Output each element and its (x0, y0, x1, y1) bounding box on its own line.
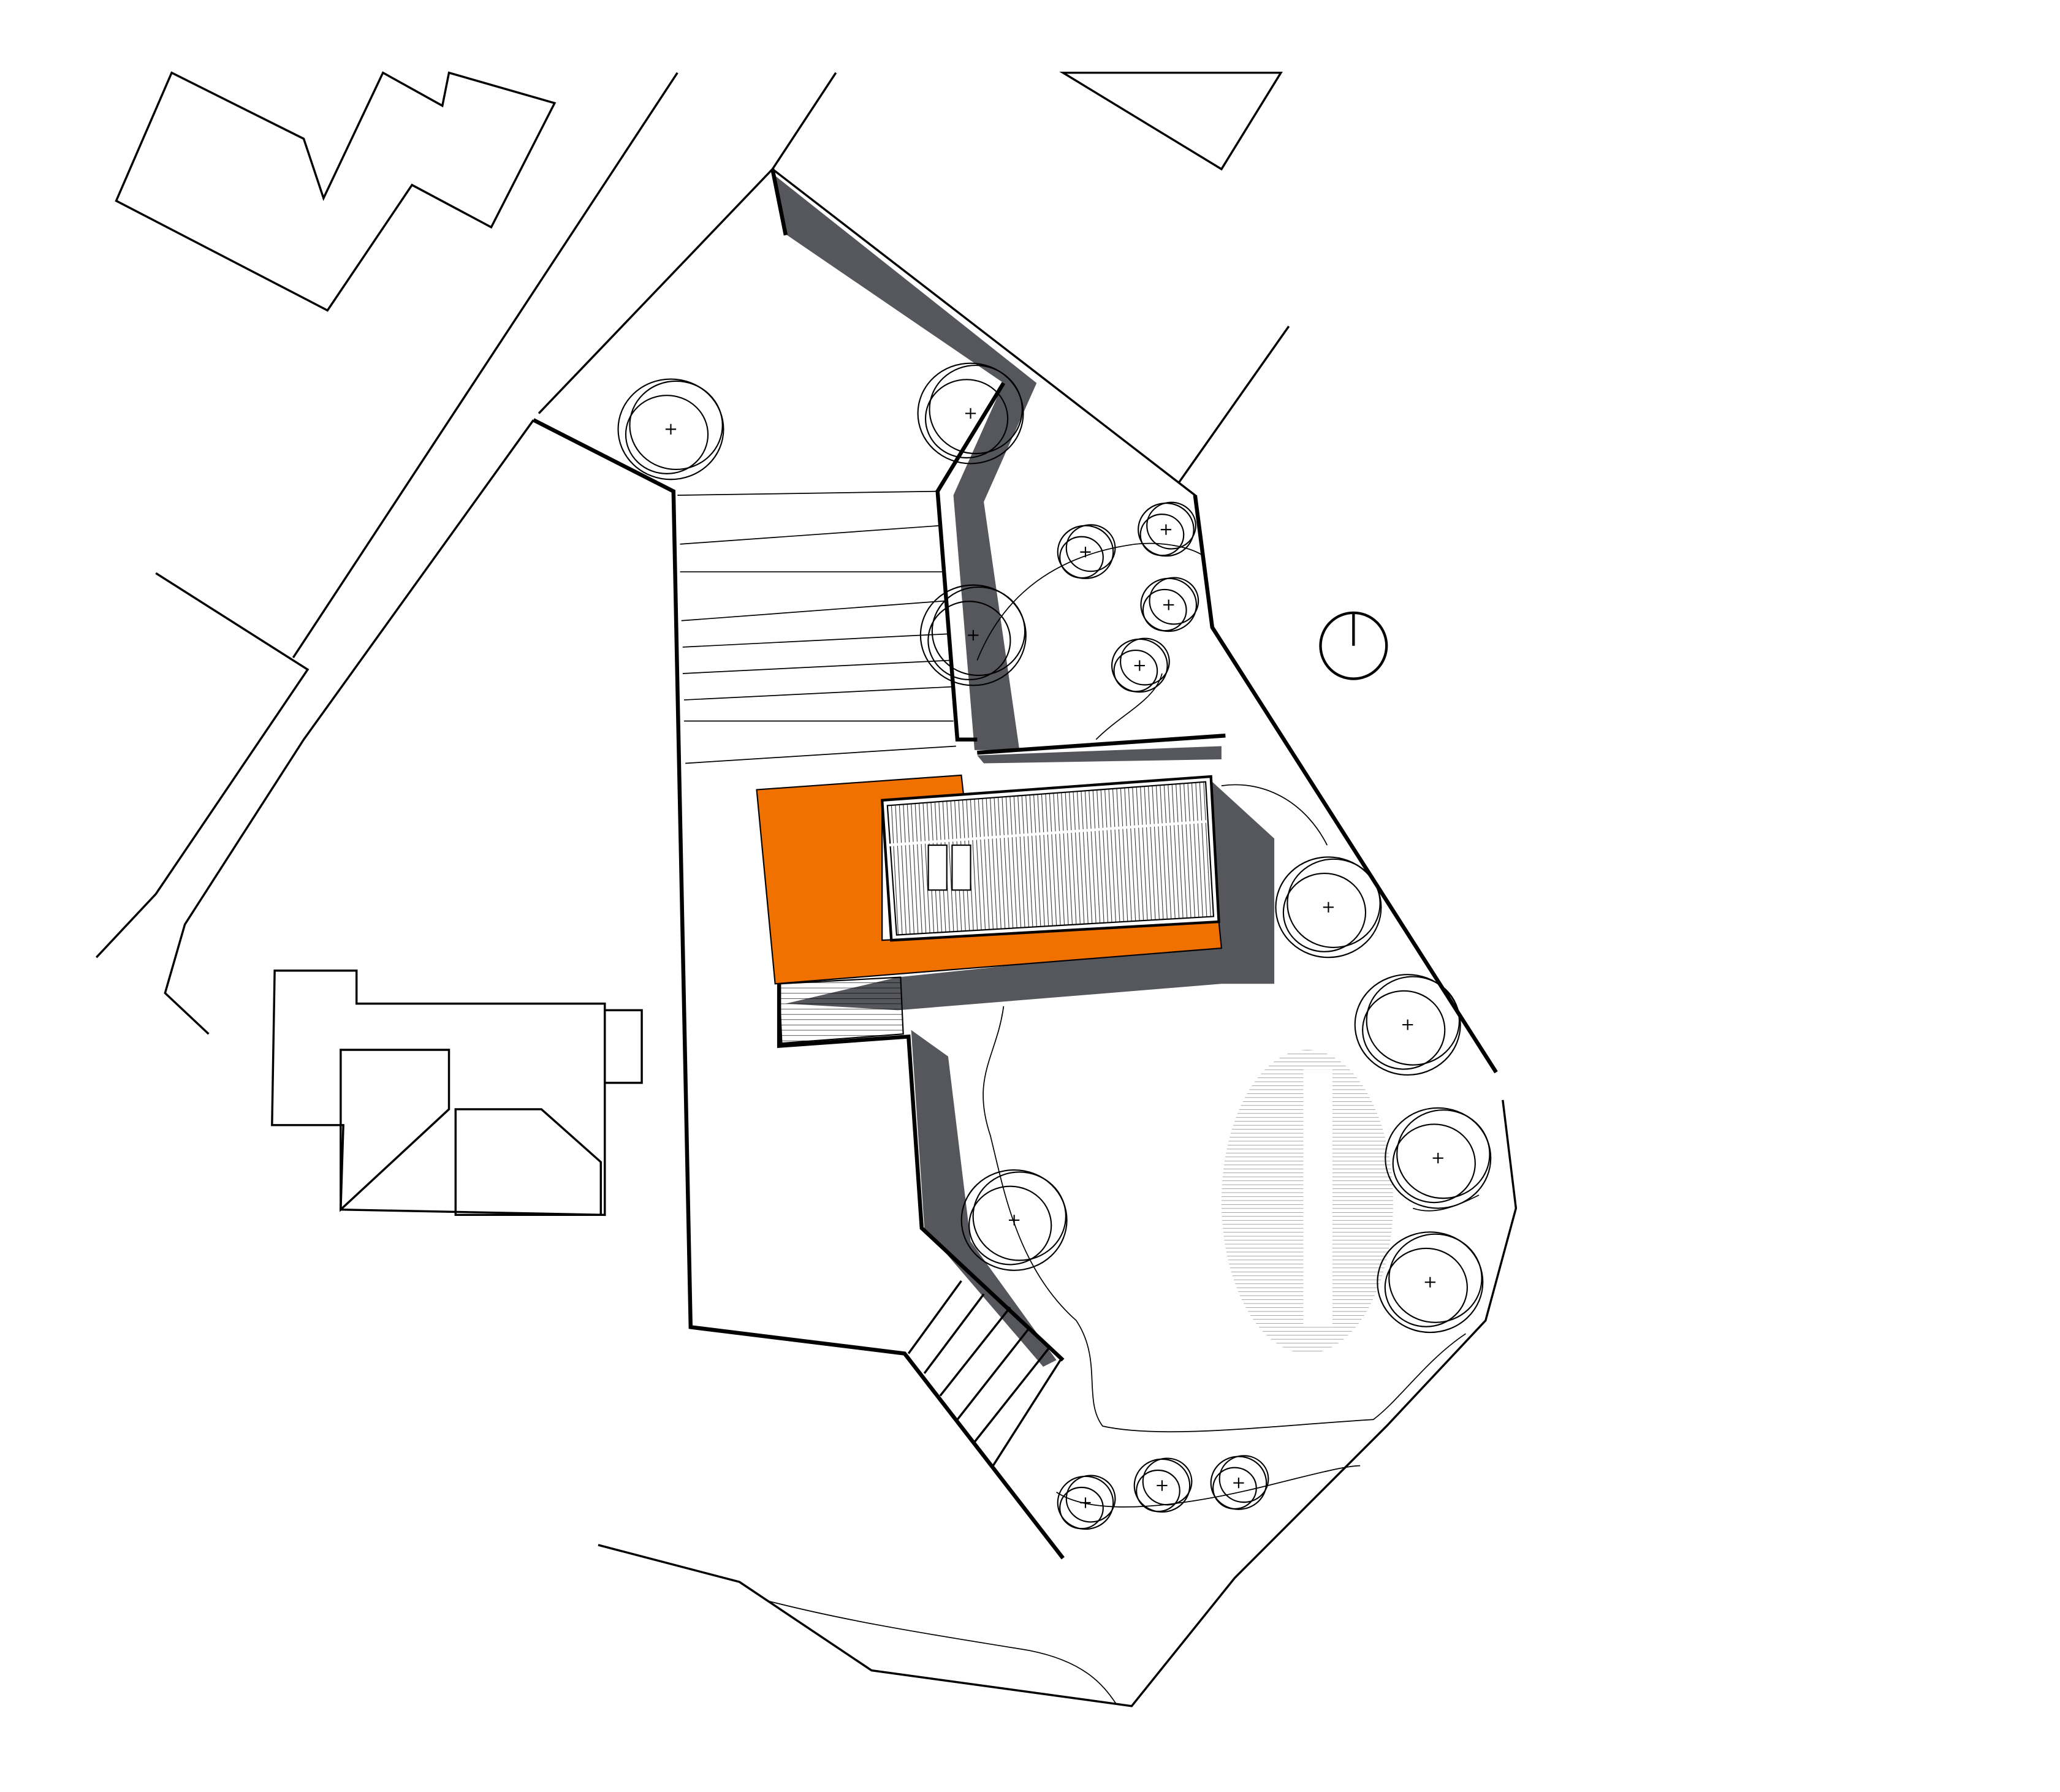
tree-icon (1385, 1107, 1492, 1209)
skylight (951, 844, 971, 891)
trees (617, 362, 1492, 1530)
tree-icon (1138, 501, 1196, 557)
deck-steps (778, 976, 904, 1044)
tree-icon (1057, 524, 1116, 579)
tree-icon (1133, 1457, 1193, 1513)
tree-icon (960, 1169, 1068, 1271)
tree-icon (919, 584, 1027, 686)
neighbor-house-west (271, 970, 643, 1217)
house-roof (880, 775, 1220, 942)
lawn-oval (1221, 1049, 1393, 1354)
tree-icon (917, 362, 1024, 465)
tree-icon (1275, 856, 1382, 959)
stairs-west (677, 490, 956, 764)
neighbor-house-north-west (115, 71, 557, 312)
tree-icon (1140, 577, 1199, 632)
orange-deck (756, 774, 1223, 985)
neighbor-house-north-east (1059, 71, 1283, 171)
retaining-walls (532, 169, 1498, 1560)
tree-icon (1210, 1455, 1269, 1510)
stairs-south (907, 1280, 1062, 1467)
tree-icon (617, 378, 724, 480)
tree-icon (1354, 974, 1461, 1076)
skylight (927, 844, 948, 891)
tree-icon (1377, 1231, 1484, 1334)
tree-icon (1057, 1475, 1116, 1530)
north-arrow-icon (1319, 611, 1388, 680)
tree-icon (1111, 637, 1170, 693)
